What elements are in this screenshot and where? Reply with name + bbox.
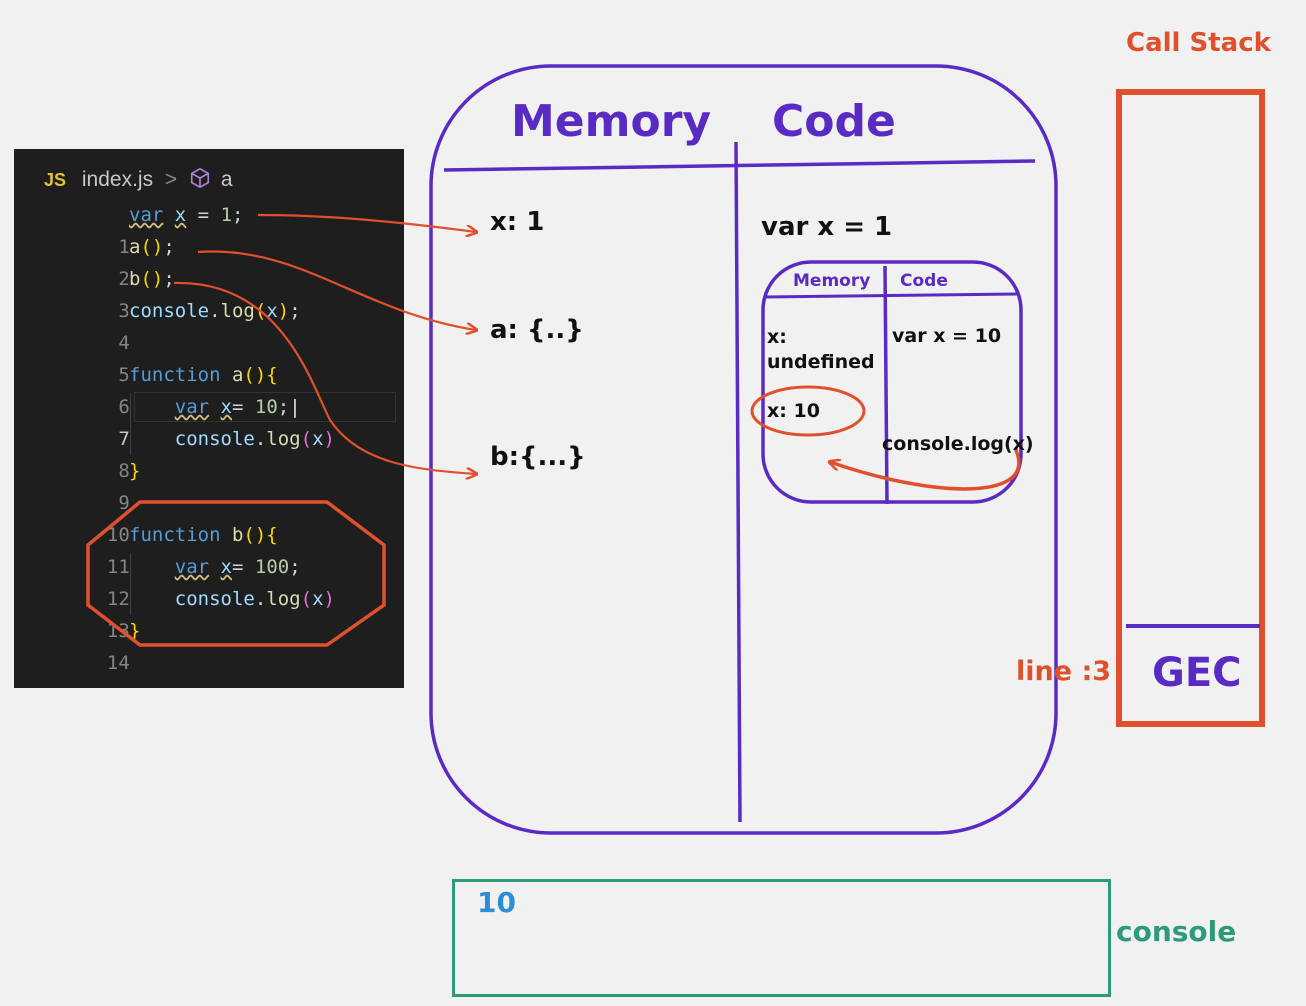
function-b-highlight xyxy=(86,500,386,647)
code-line[interactable]: 13 console.log(x) xyxy=(14,583,335,642)
memory-entry-x: x: 1 xyxy=(490,207,545,237)
code-editor: JS index.js > a 1 var x = 1; 2 a(); 3 b(… xyxy=(14,149,404,688)
line-number: 5 xyxy=(118,364,130,386)
highlight-circle xyxy=(750,385,866,437)
code-line[interactable]: 8 console.log(x) xyxy=(14,423,335,482)
code-line[interactable]: 5 xyxy=(14,327,129,386)
context-header-divider xyxy=(443,159,1036,172)
breadcrumb-file[interactable]: index.js xyxy=(81,168,154,191)
code-line[interactable]: 10 xyxy=(14,487,130,546)
line-number: 8 xyxy=(118,460,130,482)
nested-column-divider xyxy=(883,265,889,505)
code-line[interactable]: 3 b(); xyxy=(14,263,174,322)
code-line[interactable]: 6 function a(){ xyxy=(14,359,277,418)
call-stack-title: Call Stack xyxy=(1126,28,1271,58)
code-line[interactable]: 7 var x= 10;| xyxy=(14,391,300,450)
call-stack-box xyxy=(1116,89,1265,727)
nested-memory-heading: Memory xyxy=(793,271,871,291)
js-file-icon: JS xyxy=(44,170,67,190)
cube-symbol-icon xyxy=(190,167,210,189)
nested-memory-entry-updated: x: 10 xyxy=(767,400,820,422)
arrow-b-to-memory xyxy=(173,281,476,474)
nested-code-entry: var x = 10 xyxy=(892,325,1002,347)
line-number: 1 xyxy=(118,236,130,258)
code-line[interactable]: 2 a(); xyxy=(14,231,174,290)
console-output: 10 xyxy=(477,886,516,919)
code-line[interactable]: 14 } xyxy=(14,615,141,674)
memory-entry-b: b:{...} xyxy=(490,442,586,472)
line-number: 4 xyxy=(118,332,130,354)
arrow-a-to-memory xyxy=(197,250,476,330)
code-line[interactable]: 1 var x = 1; xyxy=(14,199,243,258)
breadcrumb-separator-icon: > xyxy=(164,168,178,191)
call-stack-frame-gec: GEC xyxy=(1152,650,1242,696)
code-line[interactable]: 9 } xyxy=(14,455,140,514)
active-line-highlight xyxy=(134,392,396,422)
breadcrumb: JS index.js > a xyxy=(44,167,233,192)
indent-guide xyxy=(130,553,131,615)
lookup-arrow xyxy=(830,447,1021,491)
code-line[interactable]: 12 var x= 100; xyxy=(14,551,301,610)
line-number: 11 xyxy=(106,556,130,578)
nested-memory-entry: undefined xyxy=(767,351,875,373)
memory-heading: Memory xyxy=(511,96,712,147)
line-number: 6 xyxy=(118,396,130,418)
memory-entry-a: a: {..} xyxy=(490,315,584,345)
code-line[interactable]: 11 function b(){ xyxy=(14,519,278,578)
current-line-indicator: line :3 xyxy=(1016,656,1112,687)
arrow-x-to-memory xyxy=(257,213,476,232)
line-number: 7 xyxy=(118,428,130,450)
line-number: 9 xyxy=(118,492,130,514)
nested-context-box xyxy=(761,260,1023,504)
console-label: console xyxy=(1116,915,1237,948)
nested-memory-entry: x: xyxy=(767,326,787,348)
line-number: 10 xyxy=(106,524,130,546)
line-number: 14 xyxy=(106,652,130,674)
code-heading: Code xyxy=(772,96,896,147)
call-stack-frame-divider xyxy=(1126,624,1260,628)
execution-context-box xyxy=(429,64,1058,835)
breadcrumb-symbol[interactable]: a xyxy=(220,168,233,191)
context-column-divider xyxy=(734,141,742,823)
code-entry: var x = 1 xyxy=(761,212,893,242)
nested-code-entry: console.log(x) xyxy=(882,433,1034,455)
console-box xyxy=(452,879,1111,997)
line-number: 12 xyxy=(106,588,130,610)
indent-guide xyxy=(130,393,131,455)
nested-code-heading: Code xyxy=(900,271,948,291)
nested-header-divider xyxy=(764,292,1020,299)
line-number: 3 xyxy=(118,300,130,322)
line-number: 2 xyxy=(118,268,130,290)
